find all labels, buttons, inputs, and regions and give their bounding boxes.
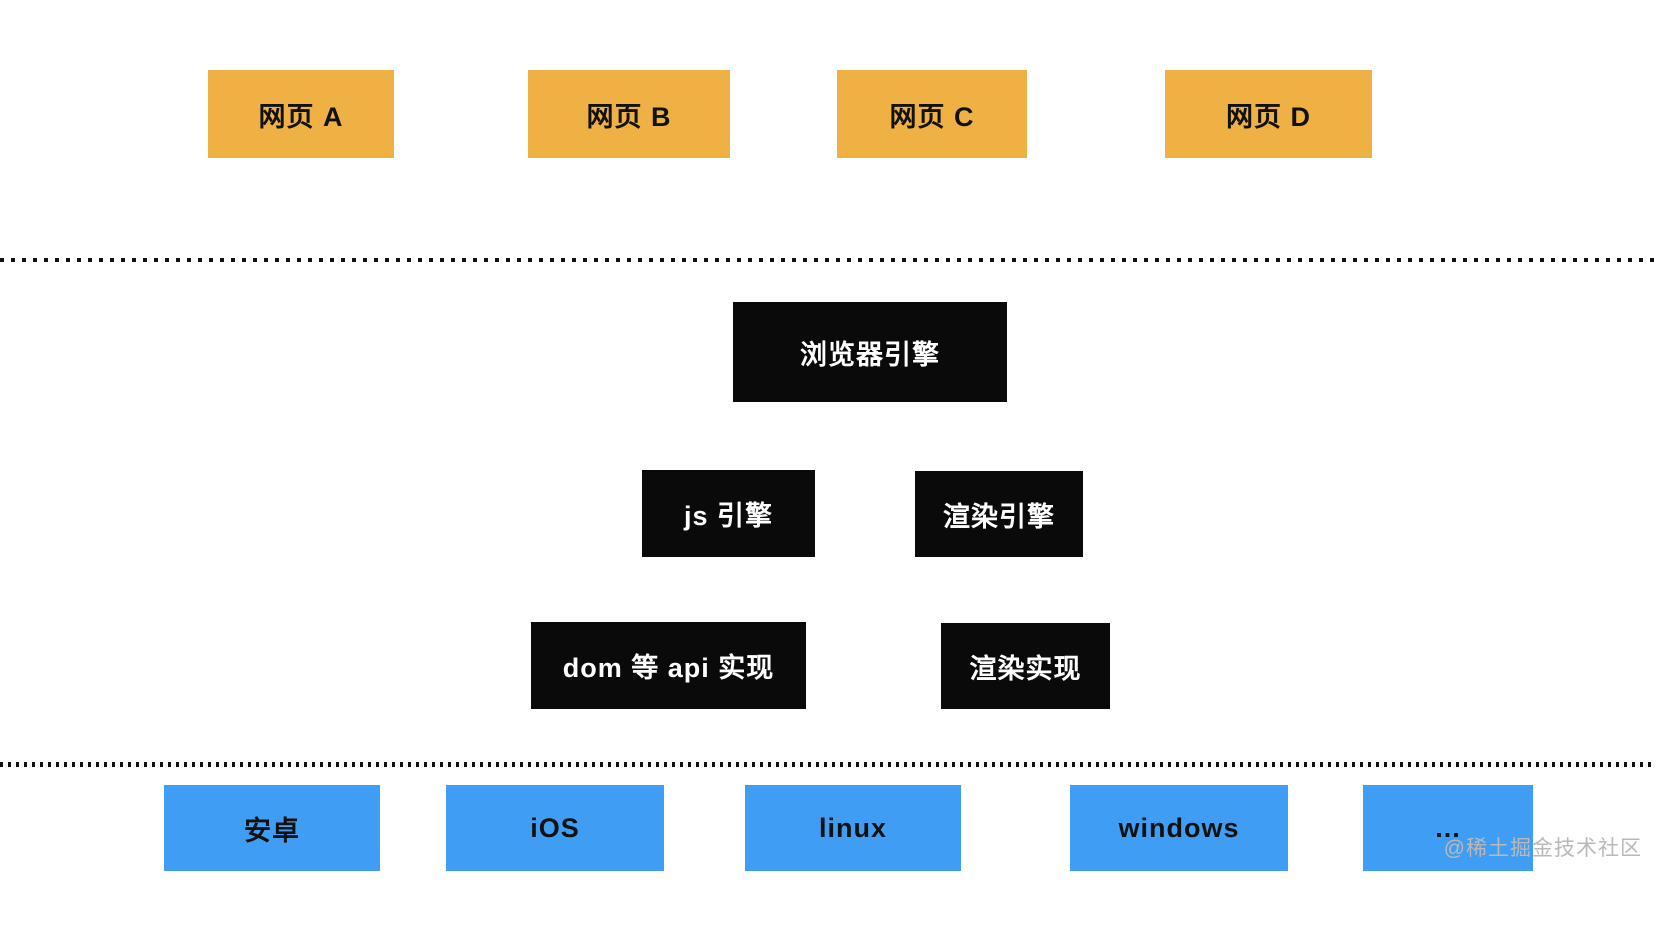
webpage-a-box: 网页 A xyxy=(208,70,394,158)
webpage-a-label: 网页 A xyxy=(258,101,344,132)
render-implementation-label: 渲染实现 xyxy=(969,653,1082,684)
platform-windows-label: windows xyxy=(1118,812,1240,843)
platform-android-label: 安卓 xyxy=(244,815,300,846)
dom-api-implementation-label: dom 等 api 实现 xyxy=(562,653,775,683)
webpage-c-label: 网页 C xyxy=(889,101,975,132)
platform-windows-box: windows xyxy=(1070,785,1288,871)
platform-others-label: ... xyxy=(1435,812,1461,843)
webpage-b-label: 网页 B xyxy=(586,101,672,132)
webpage-d-box: 网页 D xyxy=(1165,70,1372,158)
platform-linux-label: linux xyxy=(818,812,887,843)
platform-others-box: ... xyxy=(1363,785,1533,871)
webpage-d-label: 网页 D xyxy=(1226,101,1311,132)
webpage-c-box: 网页 C xyxy=(837,70,1027,158)
dom-api-implementation-box: dom 等 api 实现 xyxy=(531,622,806,709)
js-engine-box: js 引擎 xyxy=(642,470,815,557)
browser-engine-label: 浏览器引擎 xyxy=(800,339,940,370)
watermark-text: @稀土掘金技术社区 xyxy=(1443,837,1642,860)
render-implementation-box: 渲染实现 xyxy=(941,623,1110,709)
platform-ios-box: iOS xyxy=(446,785,664,871)
browser-engine-box: 浏览器引擎 xyxy=(733,302,1007,402)
divider-top xyxy=(0,258,1656,262)
webpage-b-box: 网页 B xyxy=(528,70,730,158)
platform-android-box: 安卓 xyxy=(164,785,380,871)
platform-ios-label: iOS xyxy=(530,812,580,843)
render-engine-label: 渲染引擎 xyxy=(943,501,1055,532)
render-engine-box: 渲染引擎 xyxy=(915,471,1083,557)
platform-linux-box: linux xyxy=(745,785,961,871)
divider-bottom xyxy=(0,762,1656,767)
js-engine-label: js 引擎 xyxy=(683,501,774,531)
